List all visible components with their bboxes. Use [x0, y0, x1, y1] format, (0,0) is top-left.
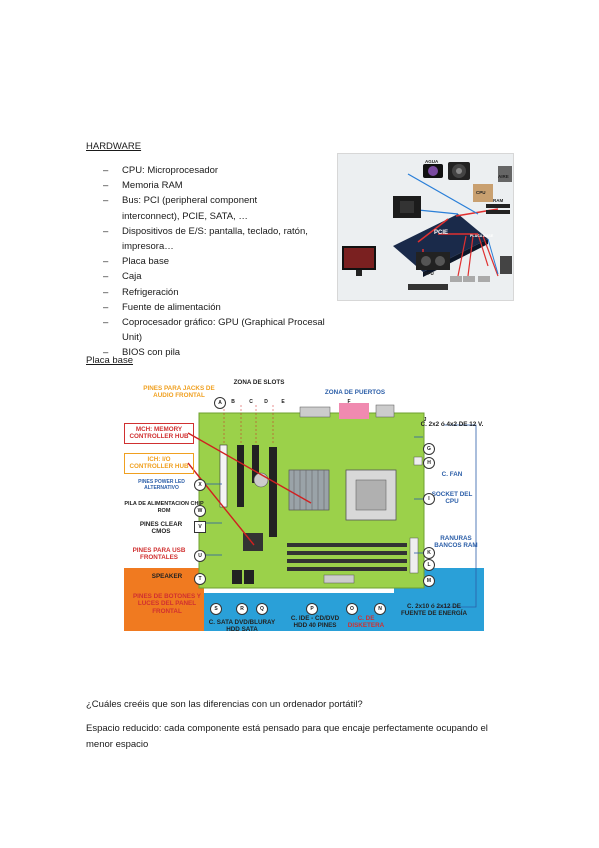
- label-mch: MCH: MEMORY CONTROLLER HUB: [124, 423, 194, 444]
- heading-hardware: HARDWARE: [86, 141, 142, 152]
- label-speaker: SPEAKER: [151, 573, 183, 580]
- marker-a: A: [214, 397, 226, 409]
- marker-l: L: [423, 559, 435, 571]
- label-cpu: CPU: [476, 190, 486, 195]
- list-item-text: impresora…: [122, 241, 174, 253]
- label-ranuras: RANURAS BANCOS RAM: [434, 535, 478, 550]
- heading-placa-base: Placa base: [86, 355, 134, 366]
- label-c2x2: C. 2x2 ó 4x2 DE 12 V.: [420, 421, 484, 428]
- marker-x: X: [194, 479, 206, 491]
- marker-p: P: [306, 603, 318, 615]
- hardware-list: CPU: Microprocesador Memoria RAM Bus: PC…: [103, 163, 333, 361]
- label-pila: PILA DE ALIMENTACION CHIP ROM: [124, 501, 204, 515]
- list-item: Dispositivos de E/S: pantalla, teclado, …: [103, 224, 333, 239]
- label-aire: AIRE: [498, 174, 509, 179]
- label-zona-slots: ZONA DE SLOTS: [233, 379, 285, 386]
- answer-line-2: menor espacio: [86, 739, 149, 750]
- hardware-diagram-drawing: [342, 162, 512, 290]
- list-item: Bus: PCI (peripheral component: [103, 193, 333, 208]
- marker-i: I: [423, 493, 435, 505]
- marker-q: Q: [256, 603, 268, 615]
- label-ram: RAM: [493, 198, 504, 203]
- marker-c: C: [249, 399, 253, 405]
- label-placa: PLACA BASE: [470, 234, 494, 238]
- list-item-text: interconnect), PCIE, SATA, …: [122, 210, 248, 222]
- marker-s: S: [210, 603, 222, 615]
- motherboard-drawing: [124, 403, 484, 631]
- marker-d: D: [264, 399, 268, 405]
- list-item: BIOS con pila: [103, 345, 333, 360]
- label-pines-audio: PINES PARA JACKS DE AUDIO FRONTAL: [143, 385, 215, 400]
- answer-line-1: Espacio reducido: cada componente está p…: [86, 723, 488, 734]
- label-c-fan: C. FAN: [441, 471, 463, 478]
- marker-k: K: [423, 547, 435, 559]
- label-agua: AGUA: [425, 159, 439, 164]
- marker-n: N: [374, 603, 386, 615]
- marker-m: M: [423, 575, 435, 587]
- marker-v: V: [194, 521, 206, 533]
- list-item: Fuente de alimentación: [103, 300, 333, 315]
- marker-g: G: [423, 443, 435, 455]
- label-gpu: GPU: [424, 271, 434, 276]
- marker-e: E: [281, 399, 285, 405]
- list-item: Memoria RAM: [103, 178, 333, 193]
- hardware-diagram: AGUA AIRE CPU RAM PCIE GPU PLACA BASE: [337, 153, 514, 301]
- label-c2x10: C. 2x10 ó 2x12 DE FUENTE DE ENERGÍA: [400, 603, 468, 618]
- label-pines-power: PINES POWER LED ALTERNATIVO: [138, 479, 185, 491]
- marker-f: F: [347, 399, 351, 405]
- marker-t: T: [194, 573, 206, 585]
- marker-o: O: [346, 603, 358, 615]
- marker-j: J: [423, 417, 427, 423]
- label-zona-puertos: ZONA DE PUERTOS: [324, 389, 386, 396]
- label-pines-botones: PINES DE BOTONES Y LUCES DEL PANEL FRONT…: [132, 593, 201, 615]
- label-pcie: PCIE: [434, 230, 449, 236]
- list-item: Refrigeración: [103, 285, 333, 300]
- marker-w: W: [194, 505, 206, 517]
- label-pines-clear: PINES CLEAR CMOS: [139, 521, 183, 536]
- list-item: Coprocesador gráfico: GPU (Graphical Pro…: [103, 315, 333, 345]
- marker-u: U: [194, 550, 206, 562]
- label-ich: ICH: I/O CONTROLLER HUB: [124, 453, 194, 474]
- motherboard-diagram: PINES PARA JACKS DE AUDIO FRONTAL ZONA D…: [114, 375, 489, 641]
- label-disketera: C. DE DISKETERA: [347, 615, 385, 630]
- list-item-continuation: interconnect), PCIE, SATA, …: [103, 209, 333, 224]
- label-pines-usb: PINES PARA USB FRONTALES: [132, 547, 186, 562]
- marker-b: B: [231, 399, 235, 405]
- list-item: Caja: [103, 269, 333, 284]
- marker-r: R: [236, 603, 248, 615]
- label-socket: SOCKET DEL CPU: [431, 491, 473, 506]
- list-item-continuation: impresora…: [103, 239, 333, 254]
- label-ide: C. IDE - CD/DVD HDD 40 PINES: [290, 615, 340, 630]
- label-sata: C. SATA DVD/BLURAY HDD SATA: [208, 619, 276, 634]
- list-item: Placa base: [103, 254, 333, 269]
- marker-h: H: [423, 457, 435, 469]
- list-item: CPU: Microprocesador: [103, 163, 333, 178]
- question: ¿Cuáles creéis que son las diferencias c…: [86, 699, 363, 710]
